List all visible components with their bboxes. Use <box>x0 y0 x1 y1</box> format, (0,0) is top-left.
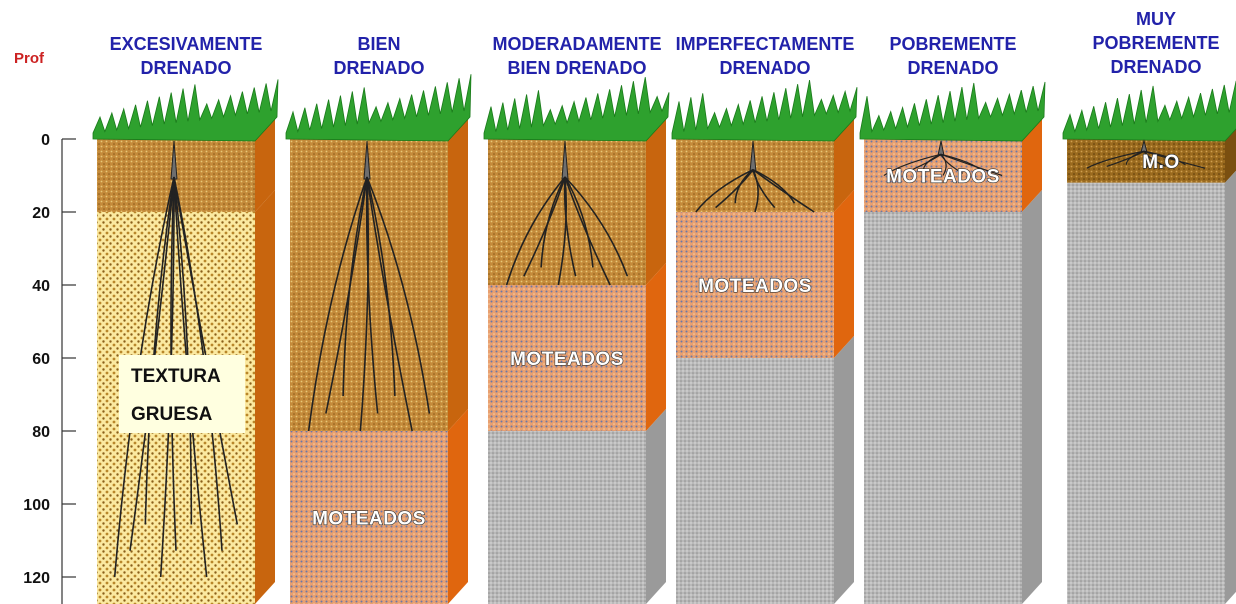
soil-layer-side <box>1225 161 1236 604</box>
soil-column-1: EXCESIVAMENTE DRENADO TEXTURA GRUESA <box>93 34 278 604</box>
mottled-label: MOTEADOS <box>886 167 1000 188</box>
soil-layer-gley <box>1067 183 1225 604</box>
texture-label: TEXTURA <box>131 366 221 387</box>
soil-layer-side <box>646 409 666 604</box>
column-heading: DRENADO <box>719 58 810 78</box>
grass <box>484 77 669 141</box>
soil-layer-side <box>834 336 854 604</box>
column-heading: DRENADO <box>140 58 231 78</box>
texture-label: GRUESA <box>131 404 213 425</box>
soil-layer-side <box>646 263 666 431</box>
column-heading: BIEN DRENADO <box>507 58 646 78</box>
axis-label: Prof <box>14 50 45 67</box>
mottled-label: MOTEADOS <box>312 509 426 530</box>
depth-axis: Prof 0 20 40 60 80 100 120 <box>14 50 76 604</box>
soil-layer-side <box>255 190 275 604</box>
axis-tick-label: 100 <box>23 497 50 514</box>
soil-layer-gley <box>864 212 1022 604</box>
soil-layer-side <box>448 409 468 604</box>
soil-layer-side <box>646 117 666 285</box>
column-heading: POBREMENTE <box>1092 33 1219 53</box>
axis-tick-label: 80 <box>32 424 50 441</box>
column-heading: MODERADAMENTE <box>493 34 662 54</box>
mottled-label: MOTEADOS <box>510 349 624 370</box>
soil-layer-side <box>448 117 468 431</box>
axis-tick-label: 120 <box>23 570 50 587</box>
soil-layer-gley <box>488 431 646 604</box>
soil-layer-gley <box>676 358 834 604</box>
mottled-label: MOTEADOS <box>698 276 812 297</box>
soil-columns: EXCESIVAMENTE DRENADO TEXTURA GRUESA BIEN DRE… <box>93 9 1236 604</box>
soil-column-4: IMPERFECTAMENTE DRENADO MOTEADOS <box>672 34 857 604</box>
column-heading: DRENADO <box>1110 57 1201 77</box>
soil-layer-side <box>1022 190 1042 604</box>
grass <box>860 82 1045 141</box>
soil-column-3: MODERADAMENTE BIEN DRENADO MOTEADOS <box>484 34 669 604</box>
soil-layer-side <box>834 190 854 358</box>
axis-tick-label: 20 <box>32 205 50 222</box>
column-heading: POBREMENTE <box>889 34 1016 54</box>
grass <box>1063 77 1236 141</box>
column-heading: DRENADO <box>333 58 424 78</box>
column-heading: IMPERFECTAMENTE <box>676 34 855 54</box>
grass <box>93 79 278 141</box>
column-heading: EXCESIVAMENTE <box>110 34 263 54</box>
soil-column-5: POBREMENTE DRENADO MOTEADOS <box>860 34 1045 604</box>
column-heading: BIEN <box>357 34 400 54</box>
soil-column-2: BIEN DRENADO MOTEADOS <box>286 34 471 604</box>
axis-tick-label: 40 <box>32 278 50 295</box>
grass <box>672 80 857 141</box>
organic-matter-label: M.O <box>1142 152 1179 173</box>
column-heading: MUY <box>1136 9 1176 29</box>
soil-column-6: MUY POBREMENTE DRENADO M.O <box>1063 9 1236 604</box>
grass <box>286 74 471 141</box>
axis-tick-label: 0 <box>41 132 50 149</box>
axis-tick-label: 60 <box>32 351 50 368</box>
column-heading: DRENADO <box>907 58 998 78</box>
